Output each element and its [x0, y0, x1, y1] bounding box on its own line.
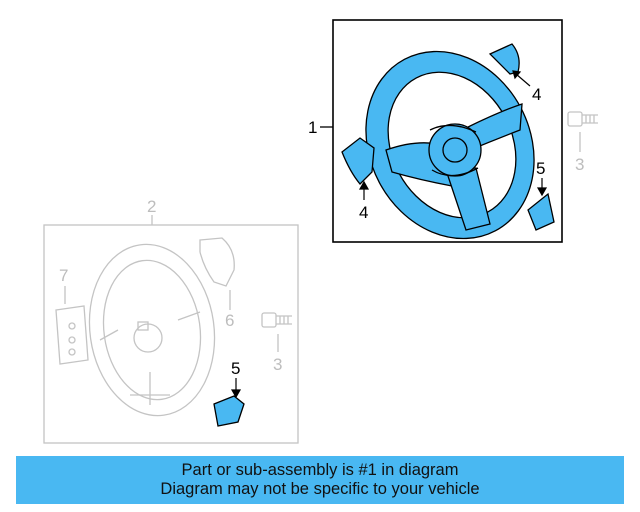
callout-4-upper: 4: [532, 85, 541, 104]
ghost-steering-wheel: [88, 243, 216, 417]
trim-upper-5: [527, 192, 555, 231]
ghost-cover-part-6: [199, 237, 235, 287]
callout-2: 2: [147, 197, 156, 216]
assembly-2-frame: [43, 224, 299, 444]
ghost-bolt-lower: [261, 312, 292, 352]
callout-4-left: 4: [359, 203, 368, 222]
ghost-switch-part-7: [55, 305, 89, 365]
trim-lower-5: [213, 395, 245, 427]
steering-wheel: [365, 50, 535, 240]
assembly-1-group: [213, 19, 563, 427]
callout-1: 1: [308, 118, 317, 137]
ghost-bolt-upper: [567, 111, 598, 152]
assembly-2-group: [43, 111, 598, 444]
callout-5-lower: 5: [231, 359, 240, 378]
info-banner: Part or sub-assembly is #1 in diagram Di…: [16, 456, 624, 504]
callout-3-upper: 3: [575, 155, 584, 174]
callout-6: 6: [225, 311, 234, 330]
callout-5-upper: 5: [536, 159, 545, 178]
banner-line-2: Diagram may not be specific to your vehi…: [160, 480, 480, 498]
cover-upper-4: [488, 43, 520, 75]
cover-left-4: [341, 137, 375, 185]
callout-3-lower: 3: [273, 355, 282, 374]
assembly-1-frame: [332, 19, 563, 243]
callout-7: 7: [59, 266, 68, 285]
banner-line-1: Part or sub-assembly is #1 in diagram: [181, 461, 459, 479]
parts-diagram: 1 2 3 3 4 4 5 5 6 7: [43, 19, 598, 444]
